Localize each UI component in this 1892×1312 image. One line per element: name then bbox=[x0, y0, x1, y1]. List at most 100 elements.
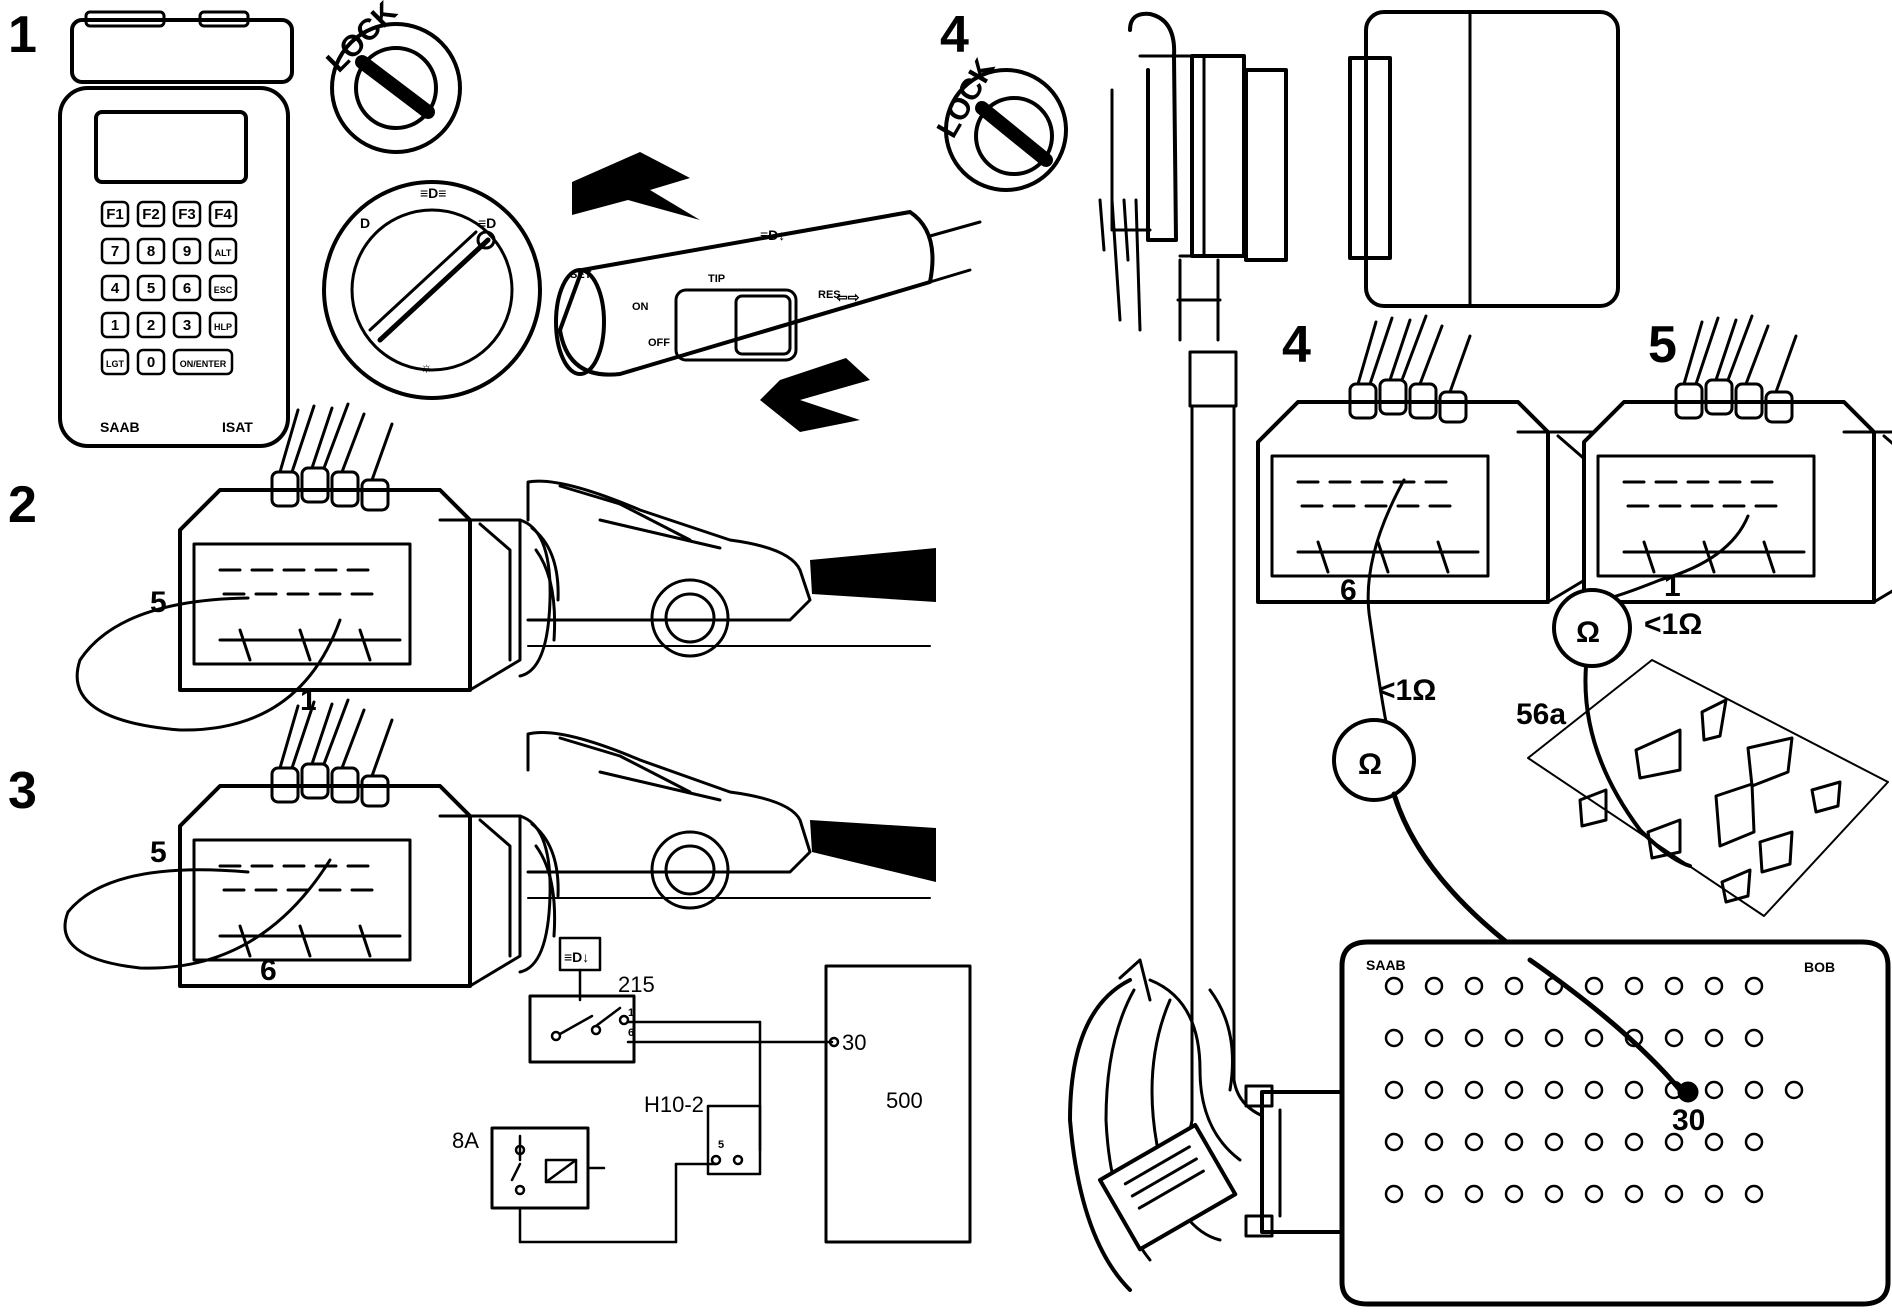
bob-pin-socket bbox=[1744, 1028, 1764, 1048]
light-switch-illustration: D ≡D≡ ≡D ☼ bbox=[322, 180, 542, 400]
schematic-relay-ref: 8A bbox=[452, 1128, 479, 1153]
wiring-schematic: ≡D↓ 215 1 6 30 500 H10-2 5 8A bbox=[452, 936, 972, 1244]
isat-key-label: 0 bbox=[147, 354, 155, 371]
isat-model-label: ISAT bbox=[222, 419, 253, 435]
bob-pin-socket bbox=[1504, 976, 1524, 996]
isat-key bbox=[208, 274, 238, 302]
connector-step-3: 5 6 bbox=[63, 698, 561, 988]
stalk-off-label: OFF bbox=[648, 337, 670, 349]
svg-text:☼: ☼ bbox=[420, 359, 433, 375]
bob-pin-socket bbox=[1424, 1184, 1444, 1204]
step-number-2: 2 bbox=[8, 476, 37, 534]
isat-key bbox=[208, 311, 238, 339]
bob-pin-socket bbox=[1704, 1028, 1724, 1048]
bob-pin-socket bbox=[1584, 1028, 1604, 1048]
bob-pin-socket bbox=[1784, 1080, 1804, 1100]
bob-pin-socket bbox=[1464, 1184, 1484, 1204]
isat-key bbox=[100, 274, 130, 302]
bob-pin-socket bbox=[1584, 1080, 1604, 1100]
schematic-connector-pin: 5 bbox=[718, 1139, 724, 1151]
step-number-3: 3 bbox=[8, 762, 37, 820]
bob-pin-socket bbox=[1544, 1080, 1564, 1100]
bob-pin-socket bbox=[1584, 1132, 1604, 1152]
bob-pin-socket bbox=[1464, 1028, 1484, 1048]
schematic-connector-ref: H10-2 bbox=[644, 1092, 704, 1117]
step-number-4: 4 bbox=[1282, 316, 1311, 374]
svg-text:≡D: ≡D bbox=[478, 215, 496, 231]
isat-key-label: 2 bbox=[147, 317, 155, 334]
bob-pin-30-label: 30 bbox=[1672, 1104, 1705, 1137]
lock-label-step-4: LOCK bbox=[931, 53, 1002, 143]
step4-pin-6-label: 6 bbox=[1340, 574, 1357, 607]
bob-pin-socket bbox=[1384, 1080, 1404, 1100]
connector-step-5: 1 <1Ω Ω 56a bbox=[1516, 314, 1892, 868]
isat-key bbox=[100, 237, 130, 265]
bob-pin-socket bbox=[1464, 1080, 1484, 1100]
harness-cable bbox=[1068, 350, 1344, 1292]
isat-key bbox=[172, 348, 234, 376]
isat-key-label: ALT bbox=[215, 248, 232, 258]
bob-pin-socket bbox=[1504, 1132, 1524, 1152]
step4-ohm-symbol: Ω bbox=[1358, 748, 1382, 781]
step5-ohm-symbol: Ω bbox=[1576, 616, 1600, 649]
bob-pin-socket bbox=[1504, 1184, 1524, 1204]
step3-pin-6-label: 6 bbox=[260, 954, 277, 987]
isat-key-label: 7 bbox=[111, 243, 119, 260]
bob-pin-socket bbox=[1544, 1184, 1564, 1204]
step-number-1: 1 bbox=[8, 6, 37, 64]
isat-key bbox=[136, 274, 166, 302]
isat-key-label: LGT bbox=[106, 359, 124, 369]
isat-key bbox=[100, 348, 130, 376]
bob-pin-socket bbox=[1704, 976, 1724, 996]
bob-pin-socket bbox=[1624, 1132, 1644, 1152]
relay-holder-illustration bbox=[1527, 659, 1889, 917]
stalk-res-label: RES bbox=[818, 289, 841, 301]
svg-text:D: D bbox=[360, 215, 370, 231]
bob-pin-socket bbox=[1664, 1132, 1684, 1152]
isat-key-label: F2 bbox=[142, 206, 160, 223]
isat-key bbox=[136, 237, 166, 265]
isat-key bbox=[136, 200, 166, 228]
isat-key-label: HLP bbox=[214, 322, 232, 332]
bob-breakout-box: SAAB BOB 30 bbox=[1339, 939, 1891, 1307]
bob-pin-socket bbox=[1624, 976, 1644, 996]
bob-pin-socket bbox=[1504, 1028, 1524, 1048]
bob-pin-socket bbox=[1624, 1080, 1644, 1100]
svg-text:≡D↓: ≡D↓ bbox=[760, 227, 785, 243]
isat-brand-label: SAAB bbox=[100, 419, 140, 435]
car-low-beam-illustration bbox=[526, 479, 936, 658]
isat-key bbox=[172, 237, 202, 265]
step5-pin-1-label: 1 bbox=[1664, 570, 1681, 603]
bob-pin-socket bbox=[1704, 1080, 1724, 1100]
connector-step-2: 5 1 bbox=[75, 402, 561, 732]
step3-pin-5-label: 5 bbox=[150, 836, 167, 869]
isat-key-label: 5 bbox=[147, 280, 155, 297]
bob-pin-socket bbox=[1504, 1080, 1524, 1100]
bob-pin-socket bbox=[1664, 1028, 1684, 1048]
isat-key-label: ON/ENTER bbox=[180, 359, 227, 369]
isat-key bbox=[208, 200, 238, 228]
bob-pin-socket bbox=[1424, 1028, 1444, 1048]
step4-resistance-label: <1Ω bbox=[1378, 674, 1436, 707]
schematic-pin-1: 1 bbox=[628, 1007, 634, 1019]
isat-key-label: F3 bbox=[178, 206, 196, 223]
bob-pin-grid bbox=[1384, 976, 1804, 1204]
bob-pin-socket bbox=[1424, 1080, 1444, 1100]
bob-pin-socket bbox=[1624, 1184, 1644, 1204]
schematic-ecu-ref: 500 bbox=[886, 1088, 923, 1113]
bob-pin-socket bbox=[1384, 1132, 1404, 1152]
isat-key-label: 1 bbox=[111, 317, 119, 334]
bob-pin-socket bbox=[1544, 1028, 1564, 1048]
bob-name-label: BOB bbox=[1804, 959, 1835, 975]
isat-key-label: 9 bbox=[183, 243, 191, 260]
bob-pin-socket bbox=[1464, 976, 1484, 996]
bob-pin-socket bbox=[1704, 1132, 1724, 1152]
bob-pin-socket bbox=[1384, 1184, 1404, 1204]
car-high-beam-illustration bbox=[526, 730, 936, 910]
isat-key-label: 4 bbox=[111, 280, 120, 297]
isat-key bbox=[100, 311, 130, 339]
isat-key bbox=[208, 237, 238, 265]
svg-text:⇦⇨: ⇦⇨ bbox=[835, 289, 860, 305]
